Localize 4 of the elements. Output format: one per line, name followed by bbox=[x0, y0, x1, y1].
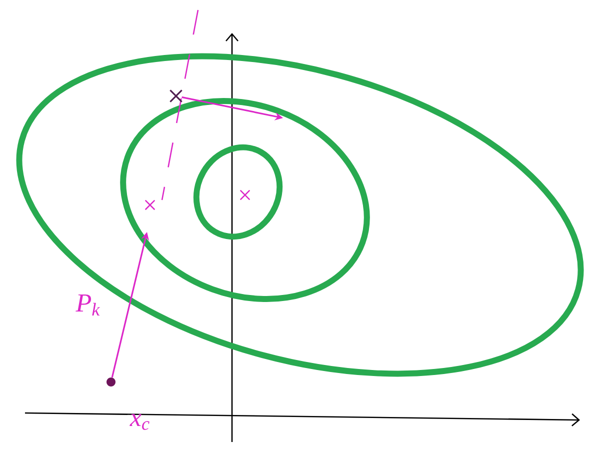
handwritten-label: x$_{c}$ bbox=[130, 414, 150, 430]
cross-marker bbox=[169, 89, 183, 103]
circle-marker bbox=[106, 378, 116, 386]
handwritten-label: P$_{k}$ bbox=[76, 294, 100, 316]
